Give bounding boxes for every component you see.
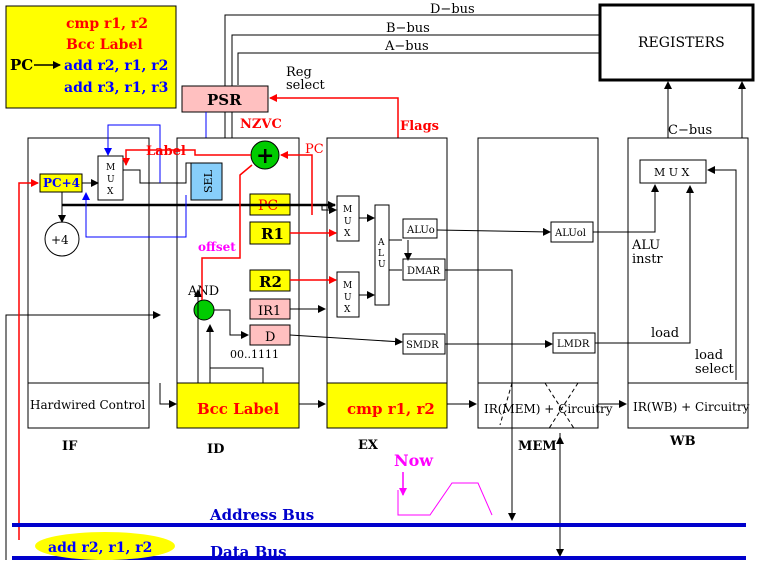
if-stage-name: IF: [62, 439, 78, 454]
id-instr-label: Bcc Label: [197, 400, 279, 418]
r2-reg-label: R2: [259, 273, 282, 291]
now-label: Now: [394, 451, 434, 470]
load-select-line-2: select: [695, 362, 734, 377]
code-line-3: add r2, r1, r2: [64, 58, 168, 74]
alu-l: L: [378, 249, 384, 259]
code-pc-label: PC: [10, 56, 33, 74]
alu-a: A: [377, 238, 385, 248]
if-mux-m: M: [106, 163, 115, 173]
r1-reg-label: R1: [261, 225, 284, 243]
code-line-1: cmp r1, r2: [66, 16, 148, 32]
registers-block: REGISTERS: [598, 3, 755, 82]
alu-instr-line-2: instr: [632, 252, 663, 267]
wb-circuitry-label: IR(WB) + Circuitry: [633, 400, 750, 414]
if-control-label: Hardwired Control: [30, 398, 145, 412]
wb-stage-name: WB: [669, 434, 696, 449]
psr-block: PSR Reg select NZVC Flags: [181, 65, 439, 225]
code-line-4: add r3, r1, r3: [64, 80, 168, 96]
mask-label: 00..1111: [230, 348, 279, 361]
data-bus-instr: add r2, r1, r2: [48, 540, 152, 556]
offset-label: offset: [198, 240, 236, 254]
ex-mux2-label: M: [343, 281, 352, 291]
b-bus-label: B−bus: [386, 21, 430, 36]
code-line-2: Bcc Label: [66, 37, 143, 53]
aluol-label: ALUol: [554, 228, 586, 239]
clock-waveform: [397, 482, 493, 516]
flags-label: Flags: [400, 119, 439, 134]
blue-wires: [82, 124, 187, 238]
data-bus: Data Bus add r2, r1, r2: [12, 532, 746, 561]
mem-circuitry-label: IR(MEM) + Circuitry: [484, 402, 613, 416]
nzvc-label: NZVC: [240, 117, 282, 132]
ex-mux1-u: U: [344, 217, 352, 227]
alu-instr-line-1: ALU: [631, 238, 660, 253]
load-label: load: [651, 326, 679, 341]
ex-instr-label: cmp r1, r2: [347, 400, 435, 418]
ex-stage-name: EX: [358, 438, 379, 453]
dashed-wires: [499, 382, 579, 431]
smdr-label: SMDR: [406, 340, 439, 351]
reg-select-line-2: select: [286, 78, 325, 93]
data-bus-label: Data Bus: [210, 543, 287, 561]
ex-mux1-label: M: [343, 205, 352, 215]
load-select-line-1: load: [695, 348, 723, 363]
wb-stage: IR(WB) + Circuitry WB M U X ALU instr lo…: [627, 137, 750, 449]
label-arrow-label: Label: [146, 144, 186, 159]
psr-label: PSR: [207, 91, 242, 109]
red-wires: [18, 149, 337, 540]
adder-plus: +: [256, 143, 274, 169]
address-bus-label: Address Bus: [209, 506, 314, 524]
sel-label: SEL: [202, 169, 215, 193]
a-bus-line: [237, 52, 600, 85]
dmar-label: DMAR: [407, 266, 440, 277]
mem-stage-name: MEM: [518, 439, 557, 454]
alu-u: U: [378, 260, 386, 270]
aluo-label: ALUo: [406, 225, 435, 236]
mem-stage: IR(MEM) + Circuitry MEM ALUol LMDR: [477, 137, 613, 454]
ex-mux1-x: X: [344, 229, 351, 239]
wb-mux-label: M U X: [654, 166, 690, 179]
reg-select-line-1: Reg: [286, 65, 312, 80]
id-stage: Bcc Label ID SEL + PC R1 offset R2 AND I…: [176, 137, 300, 457]
address-bus: Address Bus: [12, 506, 746, 527]
registers-label: REGISTERS: [638, 35, 725, 51]
code-box: PC cmp r1, r2 Bcc Label add r2, r1, r2 a…: [5, 5, 177, 109]
id-stage-name: ID: [207, 442, 224, 457]
c-bus-label: C−bus: [668, 123, 712, 138]
pc-arrow-label: PC: [305, 142, 324, 157]
now-indicator: Now: [394, 451, 493, 516]
lmdr-label: LMDR: [557, 339, 590, 350]
pc-plus4-label: PC+4: [43, 176, 80, 190]
d-reg-label: D: [265, 330, 275, 345]
if-stage: Hardwired Control IF PC+4 M U X +4: [27, 137, 150, 454]
if-mux-x: X: [107, 187, 114, 197]
ex-stage: cmp r1, r2 EX M U X M U X A L U ALUo DMA…: [326, 137, 448, 453]
d-bus-label: D−bus: [430, 2, 475, 17]
ir1-reg-label: IR1: [258, 304, 281, 319]
ex-mux2-x: X: [344, 305, 351, 315]
if-mux-u: U: [107, 175, 115, 185]
and-label: AND: [187, 284, 219, 299]
plus4-label: +4: [51, 233, 69, 247]
ex-mux2-u: U: [344, 293, 352, 303]
a-bus-label: A−bus: [384, 39, 429, 54]
